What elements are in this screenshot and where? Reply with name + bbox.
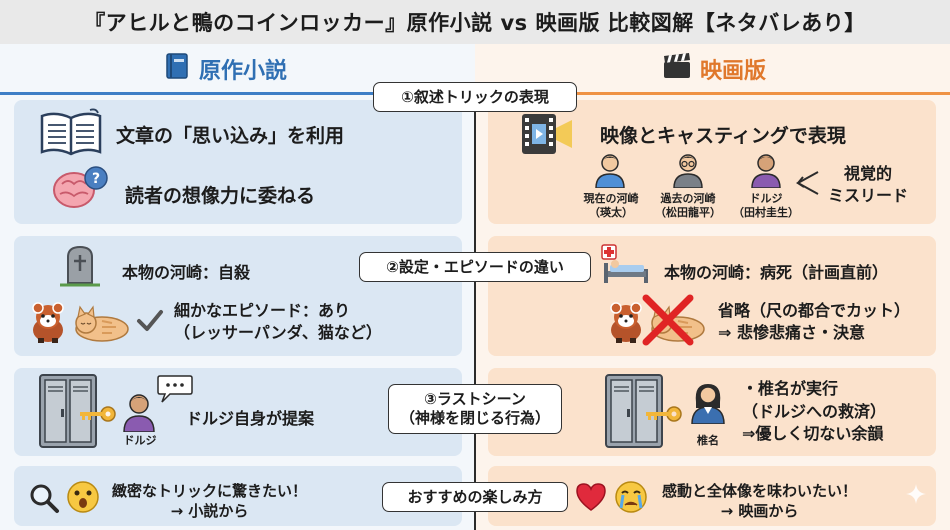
figure-label-present-kawasaki: 現在の河崎 （瑛太） [583,192,639,220]
setting-right-details: 省略（尺の都合でカット） ⇒ 悲惨悲痛さ・決意 [718,301,911,343]
svg-text:?: ? [92,171,100,187]
crying-face-icon [614,480,648,518]
visual-misdirection-label: 視覚的 ミスリード [828,164,909,205]
surprised-face-icon [66,480,100,518]
coin-locker-icon [604,373,664,453]
right-column-label: 映画版 [700,59,767,84]
heart-icon [574,482,608,516]
recommend-right-text: 感動と全体像を味わいたい！ → 映画から [662,482,858,521]
left-column-header: 原作小説 [165,52,287,86]
red-panda-icon [26,300,70,348]
recommend-left-text: 緻密なトリックに驚きたい！ → 小説から [112,482,308,521]
magnifier-icon [28,482,60,518]
coin-locker-icon [38,373,98,453]
checkmark-icon [136,308,164,338]
double-arrow-icon [794,168,820,202]
person-icon [594,152,626,192]
section-tag-setting: ②設定・エピソードの違い [359,252,591,282]
person-icon [750,152,782,192]
section-tag-trick: ①叙述トリックの表現 [373,82,577,112]
woman-icon [690,380,726,428]
gravestone-icon [58,243,102,291]
person-icon [122,392,156,436]
hospital-bed-icon [600,243,652,289]
section-tag-recommend: おすすめの楽しみ方 [382,482,568,512]
film-camera-icon [520,110,584,162]
brain-question-icon: ? [52,166,110,214]
last-left-line1: ドルジ自身が提案 [186,409,315,428]
trick-left-line1: 文章の「思い込み」を利用 [116,125,345,147]
figure-label-past-kawasaki: 過去の河崎 （松田龍平） [655,192,721,220]
open-book-icon [38,108,104,162]
key-icon [644,404,684,428]
page-title: 『アヒルと鴨のコインロッカー』原作小説 vs 映画版 比較図解【ネタバレあり】 [84,11,866,35]
title-bar: 『アヒルと鴨のコインロッカー』原作小説 vs 映画版 比較図解【ネタバレあり】 [0,0,950,44]
center-divider [474,88,476,530]
book-icon [165,52,191,86]
person-with-glasses-icon [672,152,704,192]
trick-right-title: 映像とキャスティングで表現 [600,125,846,147]
setting-left-details: 細かなエピソード：あり （レッサーパンダ、猫など） [174,301,382,343]
left-column-rule [0,92,475,95]
setting-right-line1: 本物の河崎：病死（計画直前） [664,263,889,282]
speech-bubble-icon [156,374,194,408]
cat-icon [72,303,130,347]
left-column-label: 原作小説 [199,59,288,84]
figure-label-dorji: ドルジ （田村圭生） [733,192,799,220]
right-column-rule [475,92,950,95]
red-panda-icon [604,300,648,348]
red-cross-icon [640,292,696,352]
figure-label-shiina: 椎名 [697,434,719,447]
sparkle-icon [904,482,928,510]
trick-left-line2: 読者の想像力に委ねる [125,185,316,207]
key-icon [78,404,118,428]
clapperboard-icon [662,52,692,86]
right-column-header: 映画版 [662,52,766,86]
trick-right-panel [488,100,936,224]
section-tag-last-scene: ③ラストシーン （神様を閉じる行為） [388,384,562,434]
figure-label-dorji-last: ドルジ [123,434,157,447]
last-right-details: ・椎名が実行 （ドルジへの救済） ⇒優しく切ない余韻 [742,379,887,444]
setting-left-line1: 本物の河崎：自殺 [122,263,251,282]
